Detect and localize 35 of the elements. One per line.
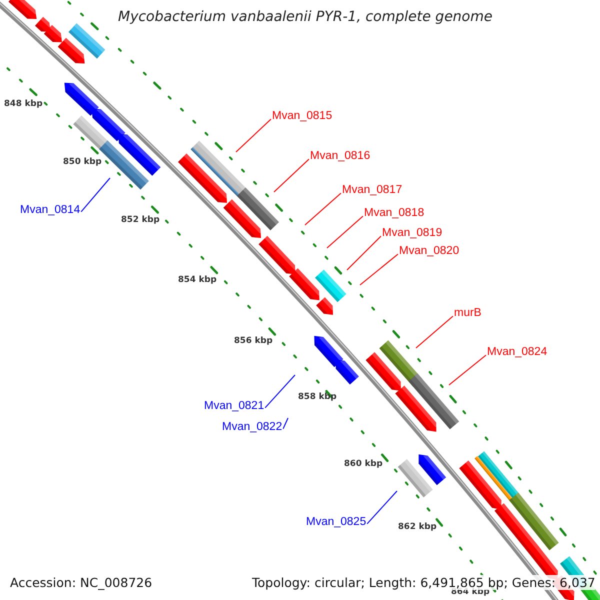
gene-label: Mvan_0819 xyxy=(382,227,442,240)
gene-label: Mvan_0814 xyxy=(20,204,80,217)
position-label: 864 kbp xyxy=(451,587,490,597)
gene-label: Mvan_0824 xyxy=(487,346,548,359)
leader-line xyxy=(264,374,296,408)
gene-label: Mvan_0825 xyxy=(306,516,366,529)
gene-label: Mvan_0818 xyxy=(364,207,424,220)
leader-line xyxy=(326,216,364,248)
gene-label: Mvan_0821 xyxy=(204,400,264,413)
gene-label: Mvan_0817 xyxy=(342,184,402,197)
gene-label: Mvan_0820 xyxy=(399,245,460,258)
position-label: 856 kbp xyxy=(234,336,273,346)
accession-label: Accession: NC_008726 xyxy=(10,575,152,590)
title: Mycobacterium vanbaalenii PYR-1, complete genome xyxy=(118,9,492,25)
position-label: 854 kbp xyxy=(178,275,217,285)
leader-line xyxy=(274,158,310,192)
leader-line xyxy=(304,192,342,226)
leader-line xyxy=(416,316,454,348)
gene-label: Mvan_0822 xyxy=(222,421,282,434)
gene-label: Mvan_0815 xyxy=(272,110,332,123)
leader-line xyxy=(366,490,398,524)
leader-line xyxy=(360,254,398,286)
leader-line xyxy=(448,354,486,386)
gene-label: murB xyxy=(454,307,482,320)
leader-line xyxy=(346,236,382,270)
position-label: 862 kbp xyxy=(398,522,437,532)
gene-label: Mvan_0816 xyxy=(310,150,370,163)
leader-line xyxy=(236,118,272,152)
position-label: 850 kbp xyxy=(63,157,102,167)
leader-line xyxy=(80,178,110,212)
leader-line xyxy=(282,418,288,430)
position-label: 858 kbp xyxy=(298,392,337,402)
position-label: 852 kbp xyxy=(121,215,160,225)
position-label: 860 kbp xyxy=(344,459,383,469)
position-label: 848 kbp xyxy=(4,99,43,109)
